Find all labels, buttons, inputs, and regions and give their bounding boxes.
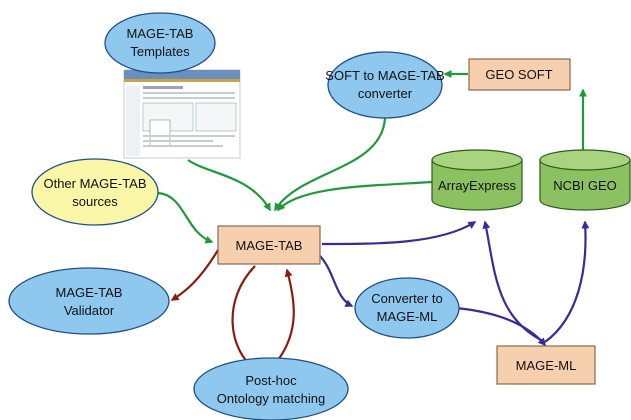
edge-other-sources-to-mage-tab xyxy=(157,191,214,244)
geo-soft-label: GEO SOFT xyxy=(485,67,552,82)
arrayexpress-label: ArrayExpress xyxy=(438,178,517,193)
edge-mage-tab-to-ontology xyxy=(231,265,258,371)
edge-mage-tab-to-validator xyxy=(170,249,219,301)
validator-line1: MAGE-TAB xyxy=(56,285,123,300)
edge-mage-tab-to-arrayexpress xyxy=(321,221,477,246)
node-mage-tab-validator: MAGE-TAB Validator xyxy=(8,267,170,335)
template-screenshot-thumbnail xyxy=(123,69,241,159)
edge-mage-tab-to-converter xyxy=(319,255,354,307)
node-mage-tab-templates: MAGE-TAB Templates xyxy=(104,12,216,74)
validator-line2: Validator xyxy=(64,303,115,318)
edge-mage-ml-to-ncbi-geo xyxy=(544,220,590,343)
node-other-mage-tab-sources: Other MAGE-TAB sources xyxy=(31,158,159,226)
node-geo-soft: GEO SOFT xyxy=(468,58,571,91)
mage-tab-label: MAGE-TAB xyxy=(236,238,303,253)
edge-converter-to-mage-ml xyxy=(454,306,546,347)
node-post-hoc-ontology-matching: Post-hoc Ontology matching xyxy=(193,357,349,420)
node-mage-tab: MAGE-TAB xyxy=(217,225,321,265)
node-ncbi-geo-database: NCBI GEO xyxy=(539,149,631,211)
other-sources-line2: sources xyxy=(72,194,118,209)
mage-tab-templates-line1: MAGE-TAB xyxy=(127,26,194,41)
ncbi-geo-label: NCBI GEO xyxy=(553,178,617,193)
ontology-line1: Post-hoc xyxy=(245,373,297,388)
other-sources-line1: Other MAGE-TAB xyxy=(43,176,146,191)
edge-templates-to-mage-tab xyxy=(187,159,271,212)
edge-mage-ml-to-arrayexpress xyxy=(482,220,546,343)
node-arrayexpress-database: ArrayExpress xyxy=(431,149,523,211)
edge-arrayexpress-to-mage-tab xyxy=(276,180,433,212)
edge-ontology-to-mage-tab xyxy=(277,268,295,361)
node-soft-to-mage-tab-converter: SOFT to MAGE-TAB converter xyxy=(325,51,445,119)
node-converter-to-mage-ml: Converter to MAGE-ML xyxy=(354,277,460,339)
converter-line2: MAGE-ML xyxy=(377,309,438,324)
edge-soft-converter-to-mage-tab xyxy=(274,117,387,212)
soft-converter-line2: converter xyxy=(358,86,413,101)
mage-ml-label: MAGE-ML xyxy=(516,358,577,373)
converter-line1: Converter to xyxy=(371,291,443,306)
ontology-line2: Ontology matching xyxy=(217,391,325,406)
soft-converter-line1: SOFT to MAGE-TAB xyxy=(325,68,444,83)
mage-tab-templates-line2: Templates xyxy=(130,44,190,59)
node-mage-ml: MAGE-ML xyxy=(496,345,596,385)
edges xyxy=(157,70,590,371)
